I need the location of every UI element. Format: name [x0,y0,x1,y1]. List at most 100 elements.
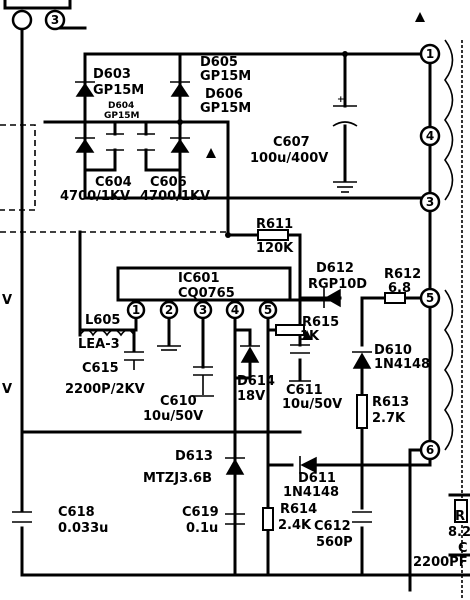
resistor-r611 [257,229,289,241]
zener-d614 [240,345,260,363]
label-l605-part: LEA-3 [78,337,120,352]
label-d606-part: GP15M [200,101,251,116]
svg-text:3: 3 [426,195,434,209]
label-edge-r: R [455,509,465,524]
capacitor-c612 [352,511,372,523]
capacitor-c618 [12,511,32,523]
label-r614: R614 [280,502,317,517]
ground-symbol [333,181,357,193]
label-edge-v1: V [2,293,12,308]
transformer-pin-4 [419,125,441,147]
svg-text:1: 1 [426,47,434,61]
label-r614-val: 2.4K [278,518,312,533]
label-r611: R611 [256,217,293,232]
capacitor-c606 [137,133,155,151]
label-c610: C610 [160,394,197,409]
svg-text:4: 4 [426,129,434,143]
label-d612: D612 [316,261,354,276]
capacitor-c619 [225,513,245,525]
capacitor-c615 [124,351,144,370]
warning-icon [206,148,216,158]
svg-text:2: 2 [165,303,173,317]
label-r615: R615 [302,315,339,330]
zener-d613 [225,457,245,475]
svg-text:1: 1 [132,303,140,317]
label-ic601-part: CQ0765 [178,286,235,301]
ic601-pins: 1 2 3 4 5 [126,300,278,320]
label-d610: D610 [374,343,412,358]
diode-d606 [170,137,190,153]
svg-text:6: 6 [426,443,434,457]
label-c610-val: 10u/50V [143,409,203,424]
transformer-pin-6 [419,439,441,461]
diode-d610 [352,351,372,369]
label-d603-part: GP15M [93,83,144,98]
label-c611-val: 10u/50V [282,397,342,412]
label-c618-val: 0.033u [58,521,108,536]
label-c604: C604 [95,175,132,190]
label-d611-part: 1N4148 [283,485,339,500]
component-labels: D603 GP15M D604 GP15M D605 GP15M D606 GP… [2,55,470,570]
label-c607-val: 100u/400V [250,151,328,166]
transformer-pin-3 [419,191,441,213]
capacitor-c610 [192,366,214,397]
resistor-r612 [384,292,406,304]
diode-d611 [299,456,317,474]
label-c606-val: 4700/1KV [140,189,210,204]
label-edge-c: C [458,541,468,556]
connector-pin-1 [11,9,33,31]
resistor-r613 [356,394,368,429]
label-c615: C615 [82,361,119,376]
svg-text:4: 4 [231,303,239,317]
label-c615-val: 2200P/2KV [65,382,145,397]
label-r613-val: 2.7K [372,411,406,426]
label-edge-v2: V [2,382,12,397]
label-c607: C607 [273,135,310,150]
label-d611: D611 [298,471,336,486]
diode-d612 [323,288,341,308]
connector-pin-3 [44,9,66,31]
inductor-l605 [79,329,135,337]
capacitor-c611 [289,344,311,382]
label-d605: D605 [200,55,238,70]
resistor-edge [454,499,468,523]
label-r612: R612 [384,267,421,282]
label-d603: D603 [93,67,131,82]
resistor-r614 [262,507,274,531]
capacitor-c604 [106,133,124,151]
ground-symbol [157,345,181,351]
svg-text:3: 3 [199,303,207,317]
label-edge-r-val: 8.2 [448,525,470,540]
svg-text:+: + [337,95,345,105]
label-c619: C619 [182,505,219,520]
svg-text:5: 5 [264,303,272,317]
transformer-pin-5 [419,287,441,309]
resistor-r615 [275,324,305,336]
transformer-pin-1 [419,43,441,65]
warning-icon [302,330,312,340]
label-edge-c-val: 2200PF [413,555,468,570]
label-c619-val: 0.1u [186,521,218,536]
label-r611-val: 120K [256,241,294,256]
label-d604-part: GP15M [104,111,140,121]
label-c618: C618 [58,505,95,520]
svg-text:5: 5 [426,291,434,305]
label-c606: C606 [150,175,187,190]
label-d605-part: GP15M [200,69,251,84]
label-c604-val: 4700/1KV [60,189,130,204]
svg-text:3: 3 [51,13,59,27]
label-r612-val: 6.8 [388,281,411,296]
label-l605: L605 [85,313,120,328]
label-ic601: IC601 [178,271,220,286]
diode-d605 [170,81,190,97]
label-c612-val: 560P [316,535,353,550]
label-d604: D604 [108,101,134,111]
warning-icon [415,12,425,22]
label-d606: D606 [205,87,243,102]
label-d612-part: RGP10D [308,277,367,292]
label-d614: D614 [237,374,275,389]
label-d613: D613 [175,449,213,464]
label-d613-part: MTZJ3.6B [143,471,212,486]
label-c612: C612 [314,519,351,534]
